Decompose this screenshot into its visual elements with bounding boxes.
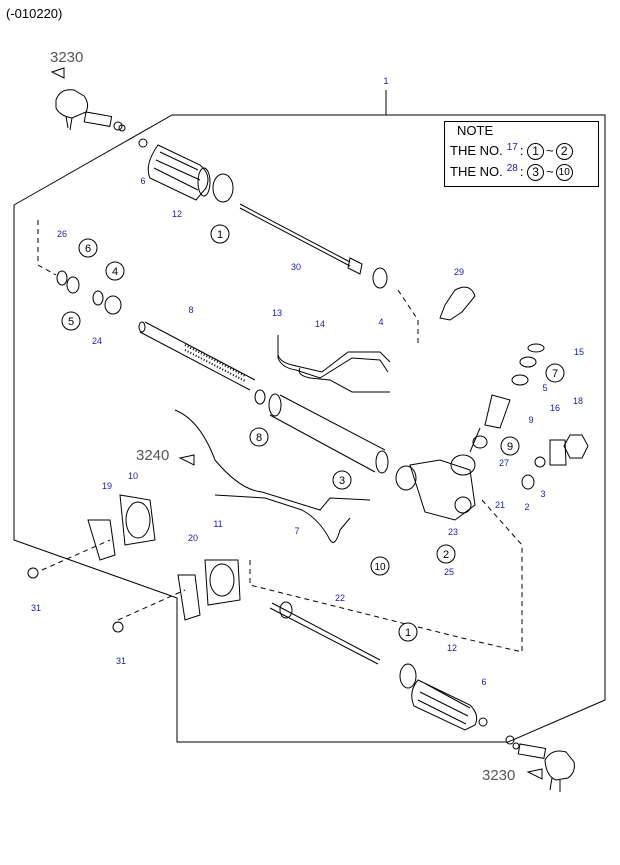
cap-nut-parts [521, 434, 589, 490]
note-from: 1 [527, 143, 545, 161]
inner-tie-rod-top [239, 203, 388, 289]
note-line-2: THE NO.28: 3~10 [450, 163, 573, 182]
rack-bar [138, 321, 256, 391]
callout-25: 25 [444, 567, 454, 577]
ref-3230-top: 3230 [50, 49, 83, 66]
svg-text:6: 6 [85, 243, 91, 255]
callout-8: 8 [188, 305, 193, 315]
callout-24: 24 [92, 336, 102, 346]
mount-left [87, 494, 156, 561]
bellows-bottom [411, 679, 488, 731]
callout-16: 16 [550, 403, 560, 413]
callout-31b: 31 [116, 656, 126, 666]
circled-callout-1a: 1 [210, 224, 230, 244]
svg-text:1: 1 [217, 229, 223, 241]
note-tilde: ~ [546, 143, 554, 158]
note-tilde: ~ [546, 164, 554, 179]
bellows-top [138, 138, 211, 201]
callout-14: 14 [315, 319, 325, 329]
callout-27: 27 [499, 458, 509, 468]
callout-5: 5 [542, 383, 547, 393]
serial-range-label: (-010220) [6, 6, 63, 21]
circled-callout-4a: 4 [105, 261, 125, 281]
callout-20: 20 [188, 533, 198, 543]
callout-1: 1 [383, 76, 388, 86]
tie-rod-end-bottom [505, 735, 575, 792]
callout-13: 13 [272, 308, 282, 318]
callout-19: 19 [102, 481, 112, 491]
tie-rod-end-top [55, 89, 126, 132]
ref-3240: 3240 [136, 447, 169, 464]
callout-29: 29 [454, 267, 464, 277]
svg-text:5: 5 [68, 316, 74, 328]
clamp-ring [212, 173, 234, 203]
callout-3: 3 [540, 489, 545, 499]
svg-text:7: 7 [552, 368, 558, 380]
svg-text:1: 1 [405, 627, 411, 639]
pinion-valve [469, 343, 545, 453]
callout-12: 12 [172, 209, 182, 219]
callout-18: 18 [573, 396, 583, 406]
note-from: 3 [527, 164, 545, 182]
pipe-set-lower [174, 409, 371, 543]
note-to: 10 [555, 164, 573, 182]
note-sep: : [519, 143, 524, 158]
callout-15: 15 [574, 347, 584, 357]
note-line-1: THE NO.17: 1~2 [450, 142, 573, 161]
note-label: THE NO. [450, 143, 503, 158]
circled-callout-6b: 6 [78, 238, 98, 258]
circled-callout-2b: 2 [436, 544, 456, 564]
circled-callout-9b: 9 [500, 436, 520, 456]
svg-text:10: 10 [374, 562, 386, 573]
callout-6: 6 [140, 176, 145, 186]
ref-3230-bottom: 3230 [482, 767, 515, 784]
svg-text:2: 2 [443, 549, 449, 561]
svg-text:9: 9 [507, 441, 513, 453]
note-ref: 17 [506, 142, 518, 153]
note-title: NOTE [457, 123, 494, 138]
note-sep: : [519, 164, 524, 179]
svg-text:8: 8 [256, 432, 262, 444]
mount-right [177, 559, 241, 621]
inner-tie-rod-bottom [269, 601, 381, 665]
circled-callout-8b: 8 [249, 427, 269, 447]
callout-10: 10 [128, 471, 138, 481]
assembly-boundary [13, 114, 606, 743]
note-ref: 28 [506, 163, 518, 174]
callout-26: 26 [57, 229, 67, 239]
callout-6c: 6 [481, 677, 486, 687]
svg-text:4: 4 [112, 266, 118, 278]
bracket-29 [439, 286, 476, 321]
callout-4: 4 [378, 317, 383, 327]
note-box: NOTE THE NO.17: 1~2 THE NO.28: 3~10 [444, 121, 599, 187]
circled-callout-7a: 7 [545, 363, 565, 383]
callout-7: 7 [294, 526, 299, 536]
note-to: 2 [555, 143, 573, 161]
gear-housing [395, 454, 476, 521]
note-label: THE NO. [450, 164, 503, 179]
callout-21: 21 [495, 500, 505, 510]
callout-9: 9 [528, 415, 533, 425]
callout-22: 22 [335, 593, 345, 603]
cylinder-tube [268, 393, 389, 474]
callout-23: 23 [448, 527, 458, 537]
callout-2: 2 [524, 502, 529, 512]
hydraulic-pipes [277, 335, 391, 393]
circled-callout-10b: 10 [370, 556, 390, 576]
svg-text:3: 3 [339, 475, 345, 487]
circled-callout-3a: 3 [332, 470, 352, 490]
circled-callout-5a: 5 [61, 311, 81, 331]
callout-30: 30 [291, 262, 301, 272]
circled-callout-1b: 1 [398, 622, 418, 642]
callout-31a: 31 [31, 603, 41, 613]
callout-11: 11 [213, 519, 222, 529]
callout-12b: 12 [447, 643, 457, 653]
